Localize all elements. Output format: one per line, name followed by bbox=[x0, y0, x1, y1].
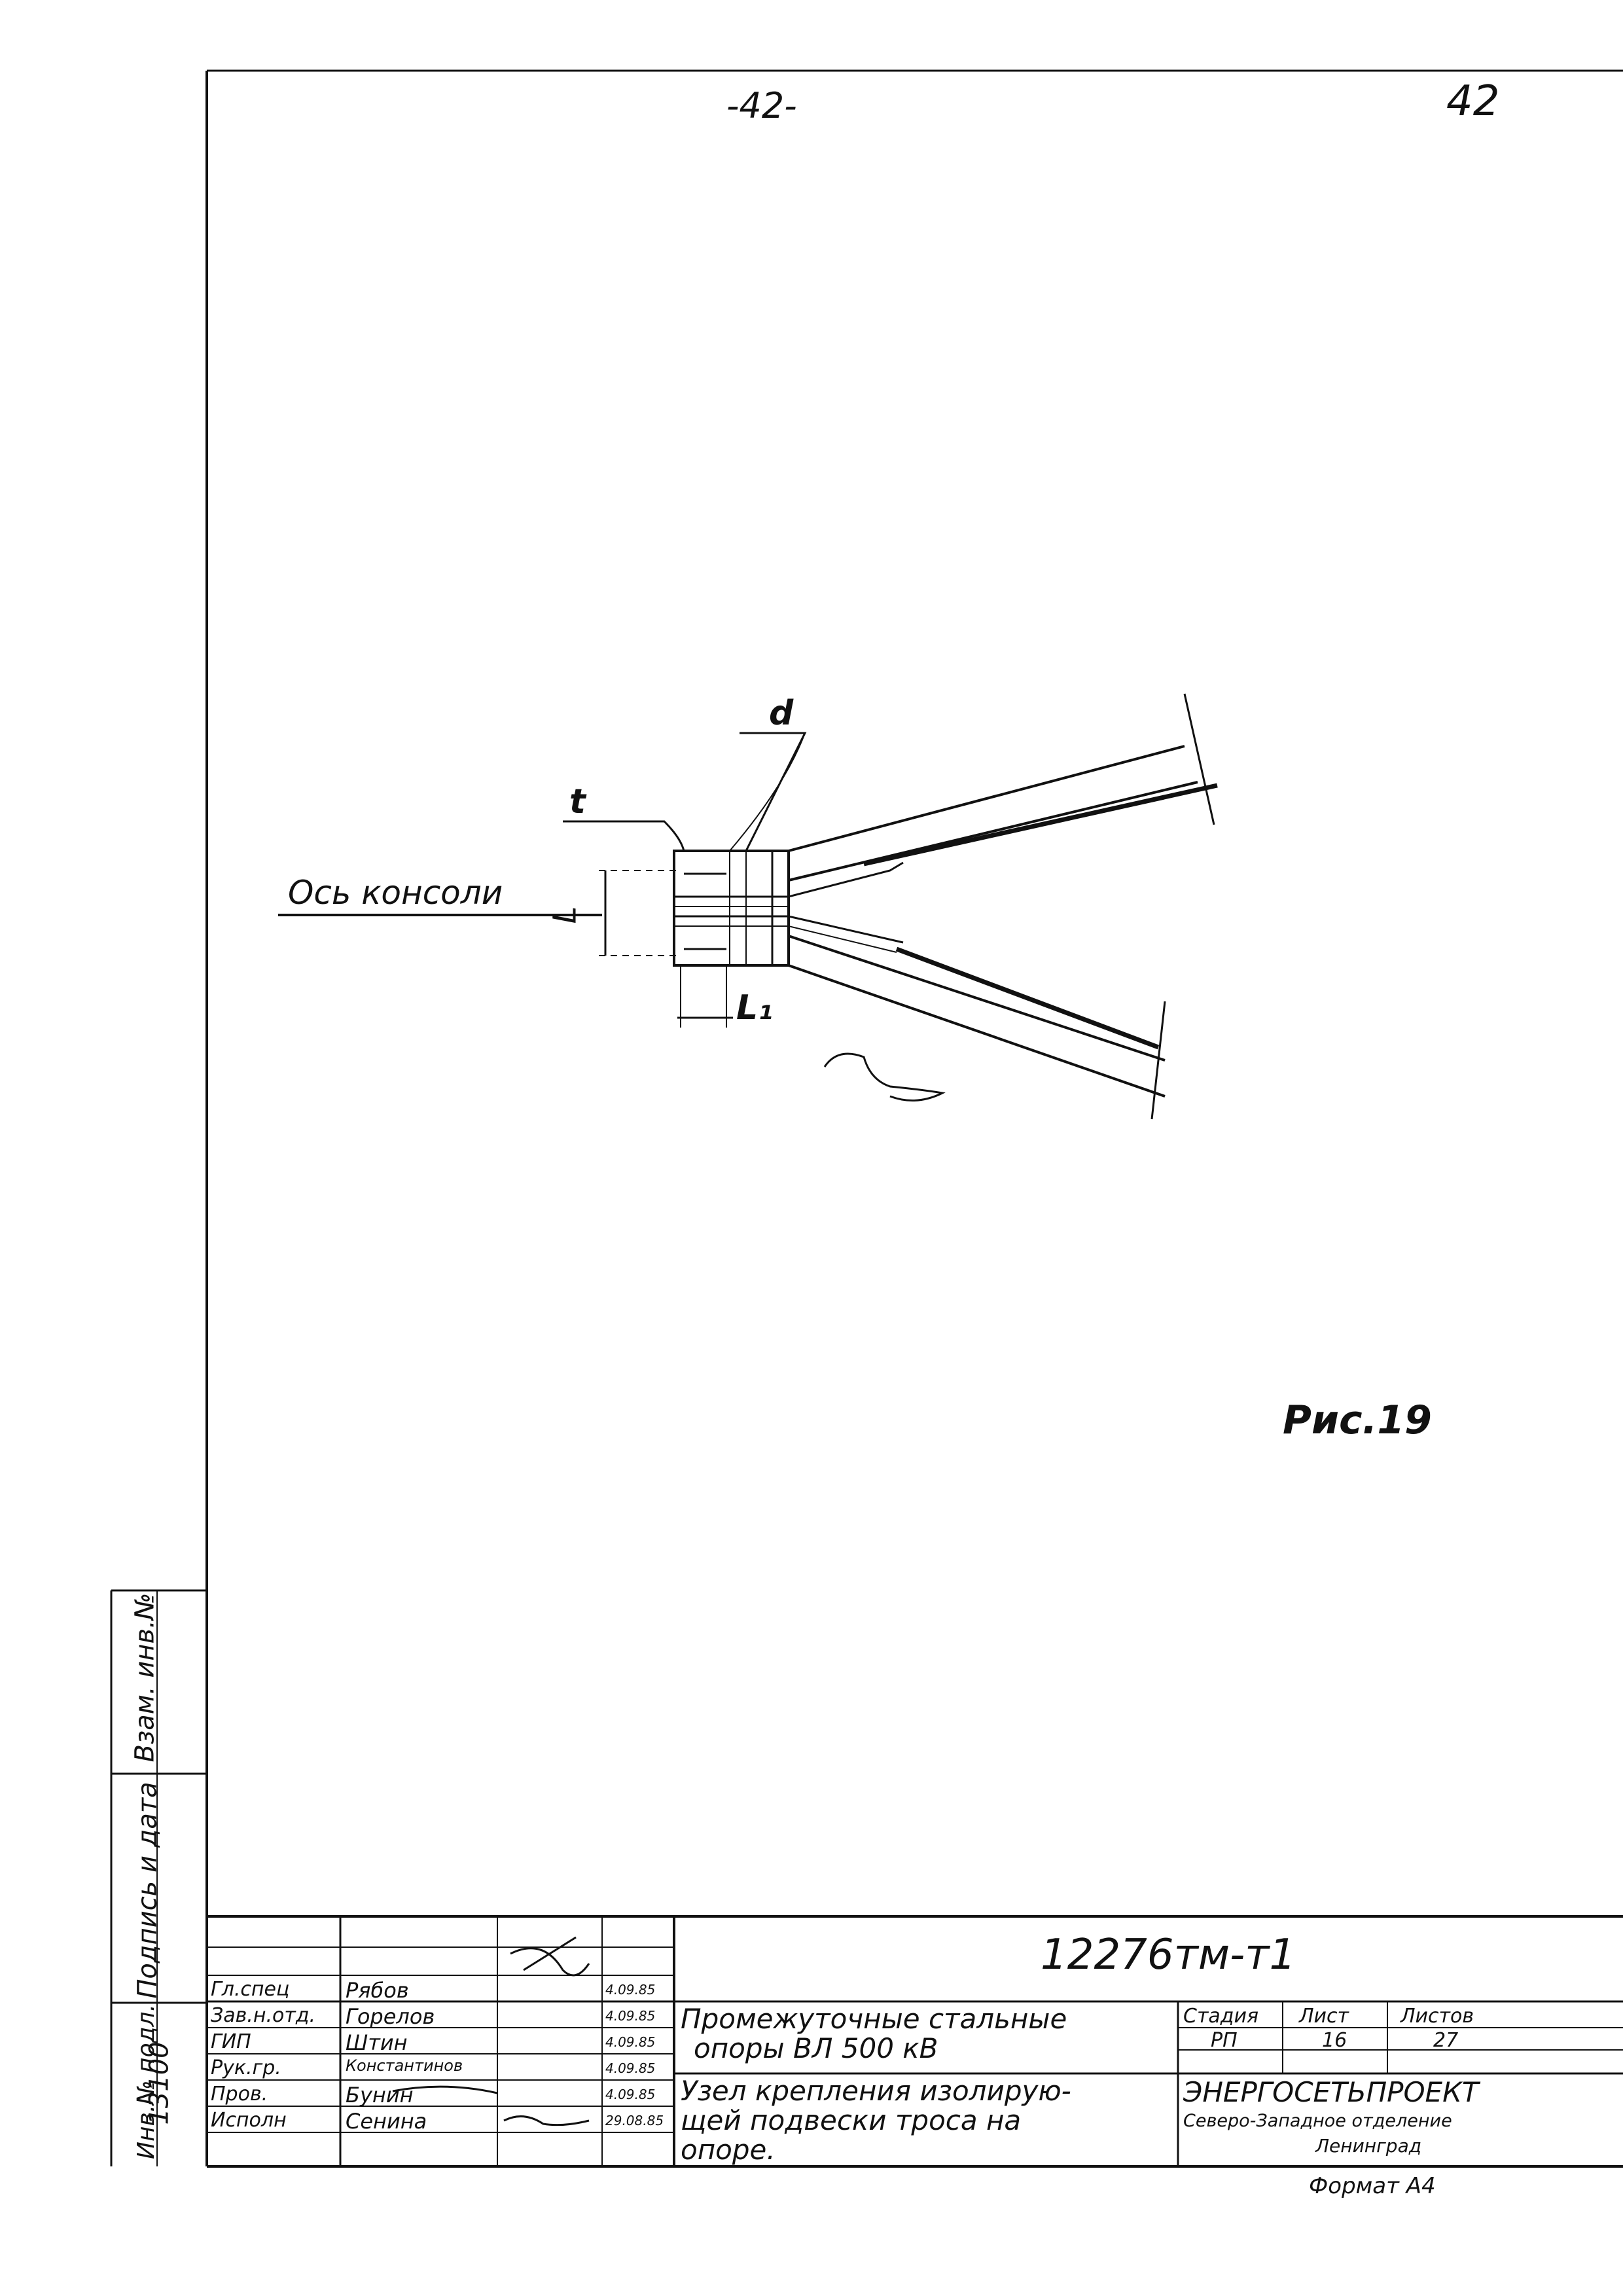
signature-marks bbox=[392, 1936, 590, 2126]
object-title-1: Промежуточные стальные bbox=[681, 2003, 1067, 2035]
sheet-title-1: Узел крепления изолирую- bbox=[681, 2075, 1071, 2107]
dim-L1-label: L₁ bbox=[736, 988, 773, 1028]
dim-L-label: L bbox=[546, 906, 584, 924]
list-header: Лист bbox=[1299, 2005, 1349, 2028]
stage-header: Стадия bbox=[1183, 2005, 1259, 2028]
dim-d-label: d bbox=[769, 694, 794, 733]
side-stamp-podpis: Подпись и дата bbox=[132, 1782, 163, 1999]
title-block-role: Рук.гр. bbox=[211, 2056, 281, 2079]
title-block-name: Сенина bbox=[346, 2109, 427, 2134]
title-block-date: 29.08.85 bbox=[605, 2113, 664, 2128]
doc-code: 12276тм-т1 bbox=[1041, 1931, 1296, 1979]
title-block-role: Зав.н.отд. bbox=[211, 2004, 316, 2027]
org-branch: Северо-Западное отделение bbox=[1183, 2111, 1452, 2131]
title-block-role: Гл.спец bbox=[211, 1978, 290, 2001]
title-block-name: Бунин bbox=[346, 2083, 414, 2108]
axis-label: Ось консоли bbox=[288, 874, 503, 912]
title-block-name: Константинов bbox=[346, 2056, 463, 2075]
title-block-date: 4.09.85 bbox=[605, 1982, 656, 1998]
list-value: 16 bbox=[1322, 2029, 1347, 2052]
org-name: ЭНЕРГОСЕТЬПРОЕКТ bbox=[1183, 2076, 1479, 2108]
page-number-corner: 42 bbox=[1446, 77, 1500, 126]
figure-label: Рис.19 bbox=[1283, 1397, 1432, 1443]
title-block-role: ГИП bbox=[211, 2030, 251, 2053]
lists-header: Листов bbox=[1400, 2005, 1474, 2028]
title-block-role: Исполн bbox=[211, 2109, 287, 2132]
org-city: Ленинград bbox=[1315, 2135, 1422, 2157]
sheet-title-2: щей подвески троса на bbox=[681, 2104, 1022, 2136]
stage-value: РП bbox=[1211, 2029, 1238, 2052]
side-stamp-lines bbox=[110, 1589, 207, 2166]
side-stamp-inv-value: 13100 bbox=[144, 2041, 175, 2125]
title-block-date: 4.09.85 bbox=[605, 2060, 656, 2076]
side-stamp-vzam: Взам. инв.№ bbox=[130, 1592, 160, 1763]
lists-value: 27 bbox=[1433, 2029, 1459, 2052]
title-block-name: Рябов bbox=[346, 1978, 409, 2003]
title-block-date: 4.09.85 bbox=[605, 2087, 656, 2102]
page-number-center: -42- bbox=[726, 85, 797, 126]
title-block-date: 4.09.85 bbox=[605, 2034, 656, 2050]
format-label: Формат А4 bbox=[1309, 2173, 1436, 2199]
title-block-date: 4.09.85 bbox=[605, 2008, 656, 2024]
insulator-node-drawing bbox=[278, 693, 1218, 1120]
title-block-name: Горелов bbox=[346, 2004, 435, 2029]
sheet-title-3: опоре. bbox=[681, 2134, 776, 2166]
title-block-lines bbox=[207, 1915, 1623, 2166]
dim-t-label: t bbox=[569, 782, 586, 821]
title-block-name: Штин bbox=[346, 2030, 408, 2055]
title-block-role: Пров. bbox=[211, 2083, 268, 2106]
object-title-2: опоры ВЛ 500 кВ bbox=[694, 2032, 938, 2064]
